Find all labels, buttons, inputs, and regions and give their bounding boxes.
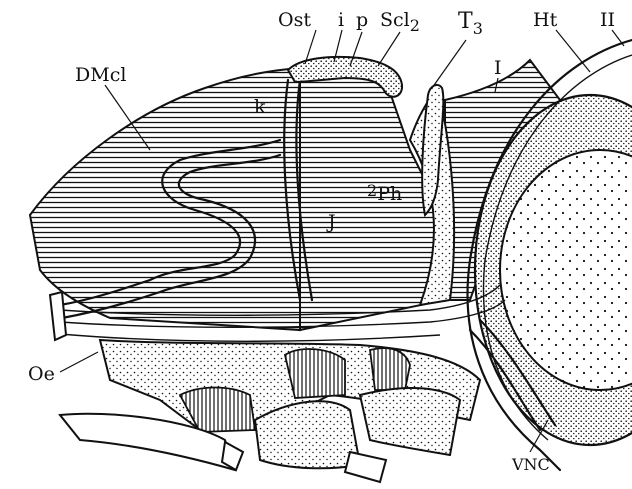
label-t3: T3 (458, 9, 483, 38)
label-ost: Ost (278, 9, 311, 31)
label-k: k (254, 96, 266, 118)
vhatched-block-3 (370, 348, 410, 390)
leg-stump-2 (255, 401, 360, 468)
label-roman-i: I (494, 57, 502, 79)
label-oe: Oe (28, 363, 55, 385)
label-dmcl: DMcl (75, 64, 126, 86)
label-ht: Ht (533, 9, 558, 31)
leader-scl2 (378, 32, 400, 66)
label-t-main: T (458, 9, 473, 34)
label-ph-main: Ph (377, 183, 402, 205)
label-ii: II (600, 9, 615, 31)
leg-tip-2 (345, 452, 386, 482)
label-ph-prefix: 2 (367, 181, 377, 200)
label-p: p (356, 9, 368, 31)
leg-stump-3 (360, 388, 460, 455)
label-j: J (326, 211, 336, 233)
label-scl-sub: 2 (410, 16, 420, 35)
leader-oe (60, 352, 98, 372)
leader-ht (556, 30, 590, 72)
vhatched-block-1 (180, 388, 255, 433)
leader-t3 (432, 40, 466, 88)
label-scl: Scl2 (380, 9, 420, 35)
vhatched-block-2 (285, 349, 345, 398)
label-scl-main: Scl (380, 9, 410, 31)
oesophagus-rod (50, 292, 66, 340)
label-i: i (338, 9, 344, 31)
label-vnc: VNC (511, 455, 550, 474)
label-t-sub: 3 (473, 19, 483, 38)
